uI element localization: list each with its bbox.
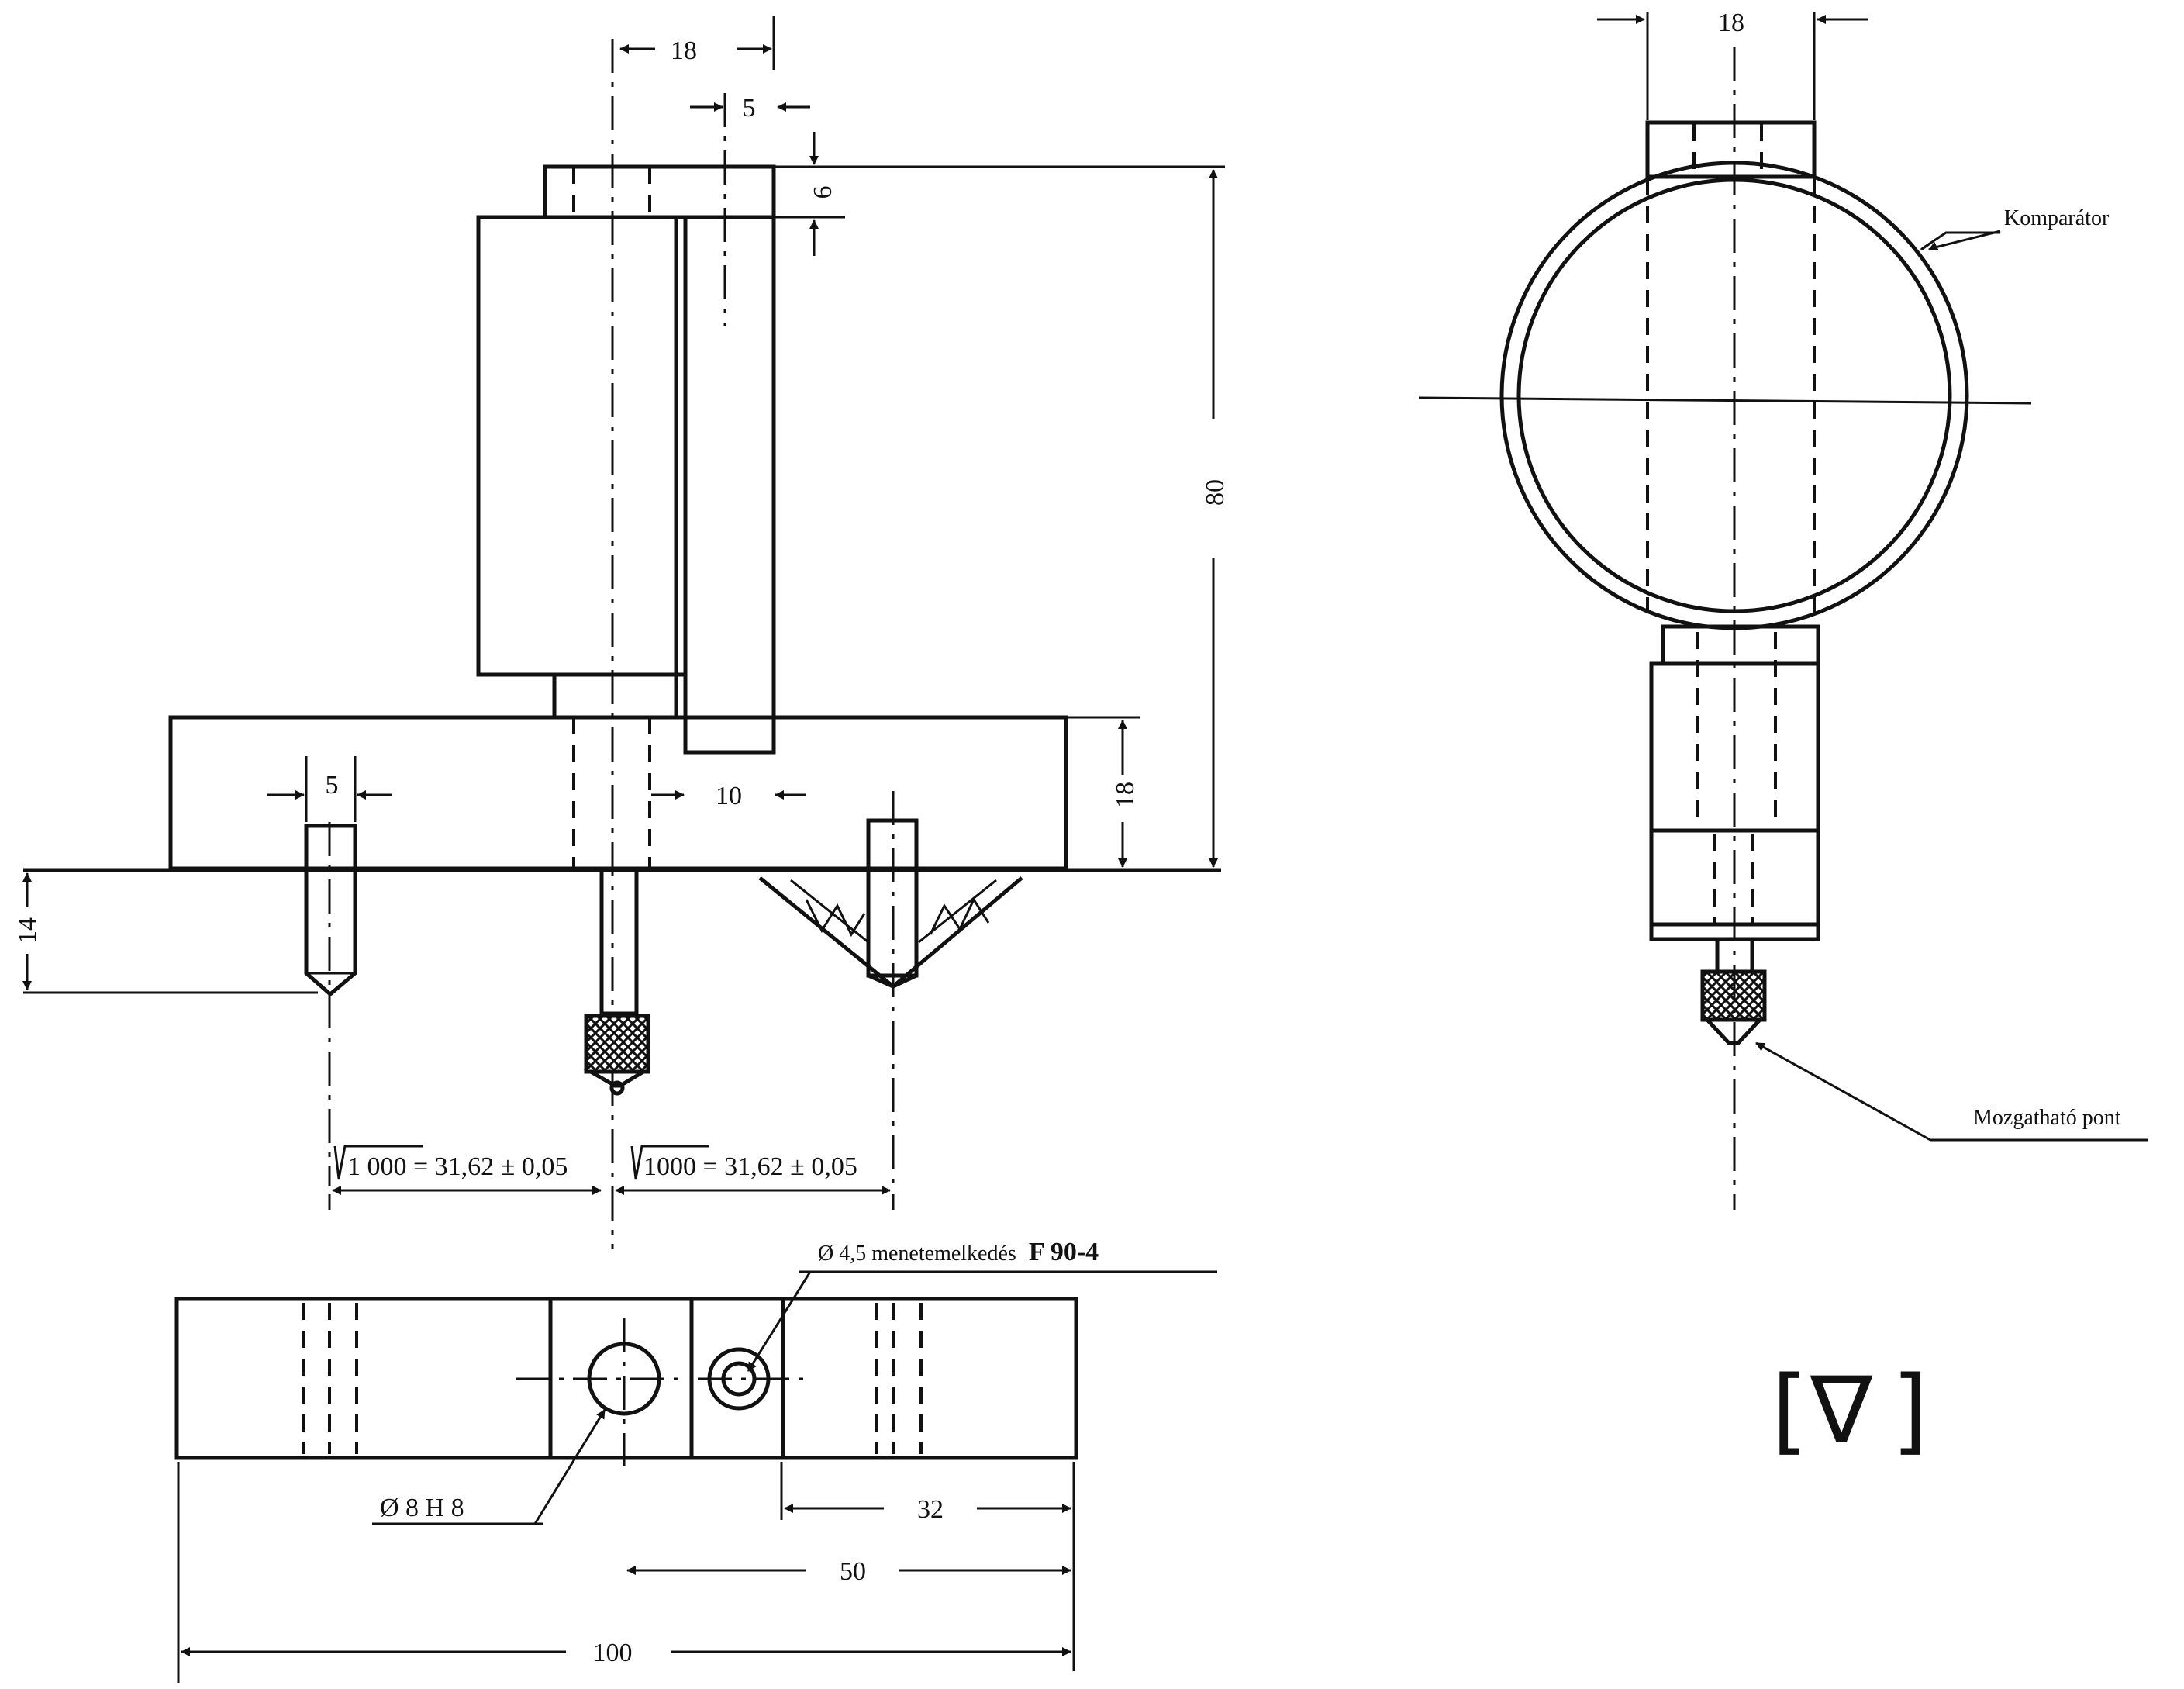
dim-pin-width: 5 [326, 771, 339, 800]
top-cap [543, 164, 776, 219]
dim-side-width: 18 [1718, 9, 1744, 37]
distance-left: = 31,62 ± 0,05 [407, 1152, 568, 1181]
symbol-triangle: ∇ [1810, 1357, 1873, 1465]
dim-height-total: 80 [1201, 479, 1230, 506]
bore-label: Ø 8 H 8 [380, 1494, 464, 1522]
right-pin [866, 818, 919, 978]
distance-right: = 31,62 ± 0,05 [696, 1152, 857, 1181]
thread-spec: Ø 4,5 menetemelkedés [818, 1242, 1016, 1266]
dim-slot-depth: 6 [809, 186, 837, 199]
dim-sqrt-left: 1 000 = 31,62 ± 0,05 [347, 1152, 568, 1181]
left-pin [304, 824, 357, 997]
dim-slot-width: 5 [743, 94, 756, 123]
side-stem-collar [1661, 624, 1820, 666]
side-cap [1645, 120, 1817, 179]
side-view: 18 Komparátor Mozgatható pont [1418, 9, 2148, 1210]
dim-100: 100 [593, 1639, 633, 1667]
dim-50: 50 [840, 1557, 866, 1586]
roughness-symbol: [ ∇ ] [1772, 1357, 1928, 1465]
thread-label: Ø 4,5 menetemelkedés F 90-4 [818, 1238, 1099, 1266]
symbol-open: [ [1772, 1357, 1808, 1465]
dim-32: 32 [917, 1495, 944, 1524]
thread-code: F 90-4 [1029, 1238, 1099, 1266]
front-view: 18 5 6 80 18 10 5 14 1 [13, 16, 1230, 1249]
dim-pin-projection: 14 [13, 917, 42, 944]
v-support [758, 876, 1023, 990]
knurled-tip [584, 1014, 650, 1074]
movable-point-label: Mozgatható pont [1973, 1106, 2121, 1130]
symbol-close: ] [1892, 1357, 1928, 1465]
dim-base-thickness: 18 [1111, 782, 1140, 808]
sqrt-left-value: 1 000 [347, 1152, 407, 1181]
dim-top-width: 18 [671, 36, 697, 65]
top-view: Ø 8 H 8 Ø 4,5 menetemelkedés F 90-4 32 50… [174, 1238, 1217, 1683]
stem-block [552, 672, 678, 720]
dim-sqrt-right: 1000 = 31,62 ± 0,05 [643, 1152, 857, 1181]
gauge-body [476, 215, 678, 677]
dim-slot-offset: 10 [716, 782, 742, 810]
top-view-base [174, 1297, 1078, 1460]
comparator-label: Komparátor [2004, 206, 2110, 230]
vertical-column [683, 215, 776, 755]
spindle [599, 868, 639, 1016]
sqrt-right-value: 1000 [643, 1152, 696, 1181]
